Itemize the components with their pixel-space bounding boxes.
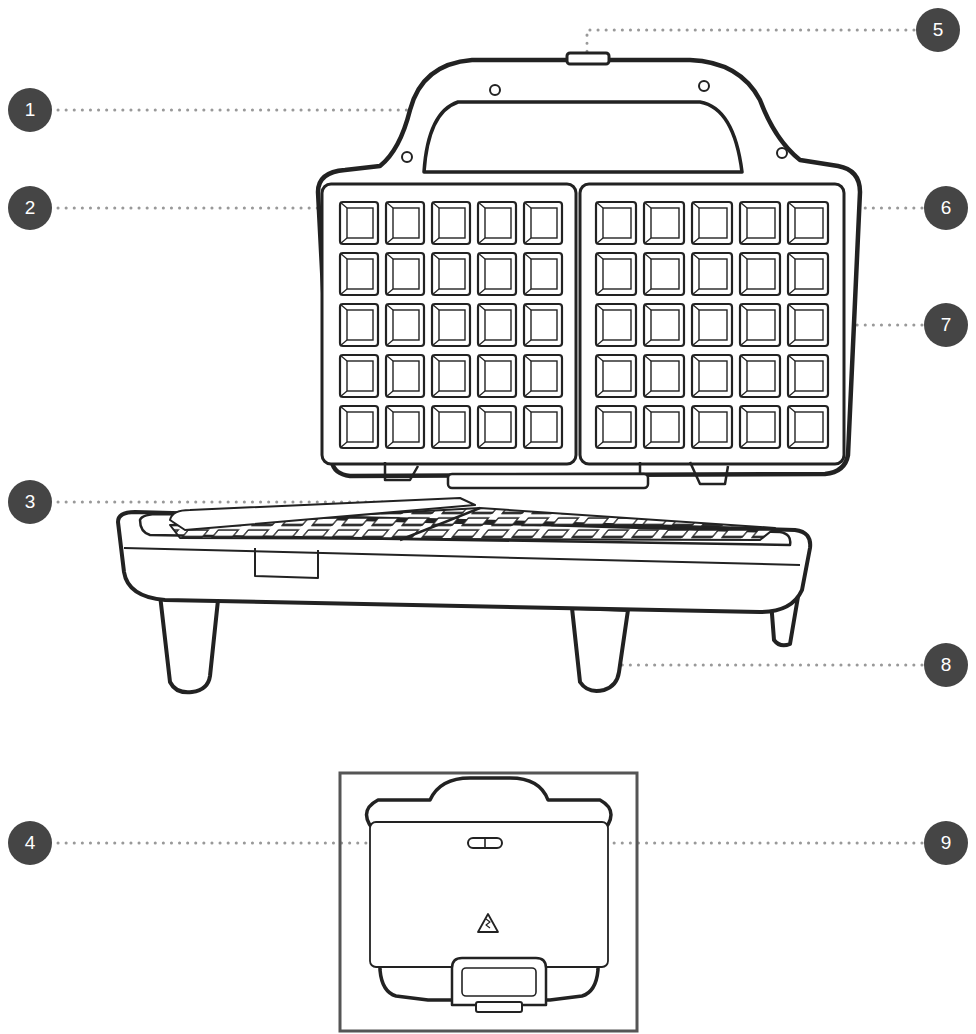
callout-circle: 6: [924, 186, 968, 230]
callout-circle: 1: [8, 88, 52, 132]
callout-number: 1: [8, 88, 52, 132]
callout-circle: 9: [924, 821, 968, 865]
underside-view: [367, 778, 612, 1012]
callout-circle: 8: [924, 643, 968, 687]
callout-number: 9: [924, 821, 968, 865]
callout-number: 4: [8, 821, 52, 865]
waffle-base: [118, 498, 810, 692]
waffle-lid: [318, 53, 860, 488]
callout-number: 7: [924, 303, 968, 347]
callout-circle: 7: [924, 303, 968, 347]
callout-number: 2: [8, 186, 52, 230]
callout-number: 8: [924, 643, 968, 687]
callout-number: 5: [916, 8, 960, 52]
callout-circle: 2: [8, 186, 52, 230]
callout-number: 3: [8, 480, 52, 524]
inset-frame: [340, 773, 637, 1031]
callout-number: 6: [924, 186, 968, 230]
leader-lines: [58, 30, 922, 843]
callout-circle: 3: [8, 480, 52, 524]
callout-circle: 4: [8, 821, 52, 865]
callout-circle: 5: [916, 8, 960, 52]
